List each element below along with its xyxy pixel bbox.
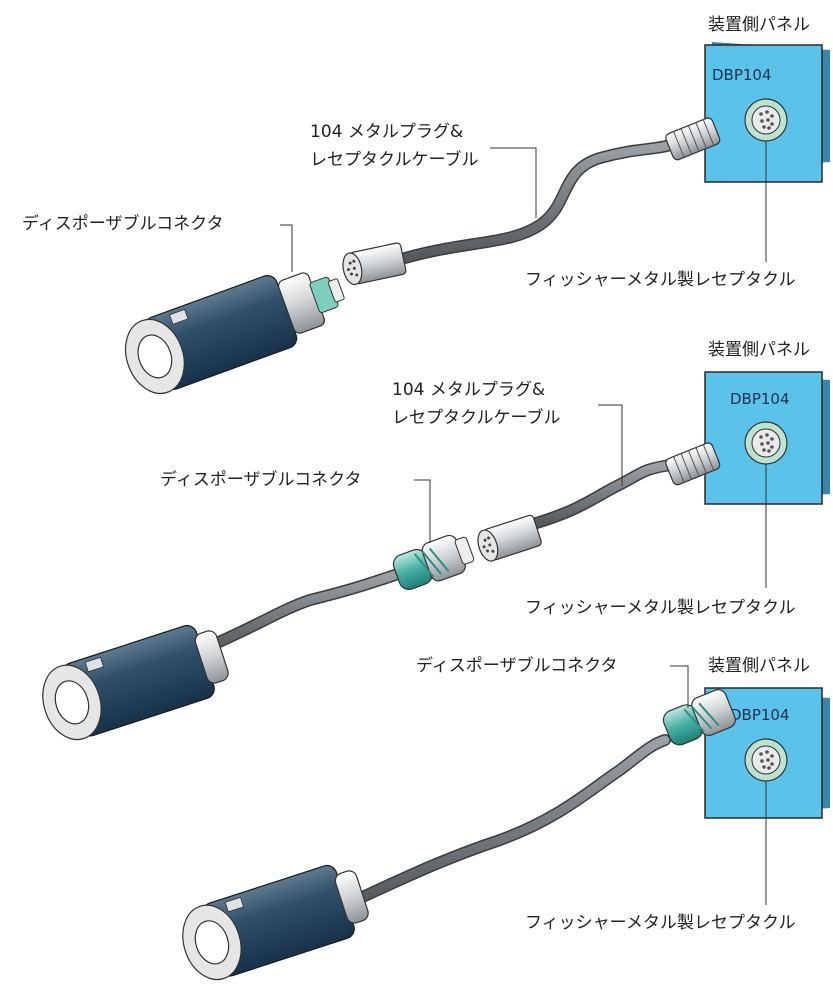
disposable-handle-1 bbox=[124, 272, 345, 394]
cable-label-1-line1: 104 メタルプラグ& bbox=[310, 122, 464, 142]
disposable-cable-2 bbox=[194, 534, 475, 656]
panel-label-1: 装置側パネル bbox=[708, 15, 810, 35]
cable-label-1: 104 メタルプラグ& レセプタクルケーブル bbox=[310, 118, 478, 174]
receptacle-2 bbox=[744, 421, 788, 465]
disposable-connector-label-2: ディスポーザブルコネクタ bbox=[160, 470, 362, 490]
receptacle-1 bbox=[744, 98, 788, 142]
device-panel-2: DBP104 bbox=[704, 371, 830, 588]
receptacle-3 bbox=[744, 738, 788, 782]
device-panel-1: DBP104 bbox=[704, 42, 830, 262]
panel-label-3: 装置側パネル bbox=[708, 656, 810, 676]
panel-label-2: 装置側パネル bbox=[708, 340, 810, 360]
disposable-cable-3 bbox=[339, 689, 736, 911]
panel-model-text-1: DBP104 bbox=[712, 66, 772, 84]
disposable-handle-3 bbox=[182, 864, 369, 981]
receptacle-label-1: フィッシャーメタル製レセプタクル bbox=[525, 270, 796, 290]
cable-label-2: 104 メタルプラグ& レセプタクルケーブル bbox=[392, 376, 560, 432]
receptacle-label-2: フィッシャーメタル製レセプタクル bbox=[525, 598, 796, 618]
metal-cable-2 bbox=[477, 442, 721, 562]
receptacle-label-3: フィッシャーメタル製レセプタクル bbox=[525, 913, 796, 933]
disposable-connector-label-1: ディスポーザブルコネクタ bbox=[22, 214, 224, 234]
disposable-connector-label-3: ディスポーザブルコネクタ bbox=[416, 656, 618, 676]
device-panel-3: DBP104 bbox=[704, 687, 830, 905]
panel-model-text-2: DBP104 bbox=[730, 390, 790, 408]
cable-label-1-line2: レセプタクルケーブル bbox=[310, 150, 479, 170]
cable-label-2-line1: 104 メタルプラグ& bbox=[392, 380, 546, 400]
panel-model-text-3: DBP104 bbox=[730, 706, 790, 724]
metal-cable-1 bbox=[342, 117, 721, 286]
cable-label-2-line2: レセプタクルケーブル bbox=[392, 408, 561, 428]
disposable-handle-2 bbox=[42, 624, 229, 741]
